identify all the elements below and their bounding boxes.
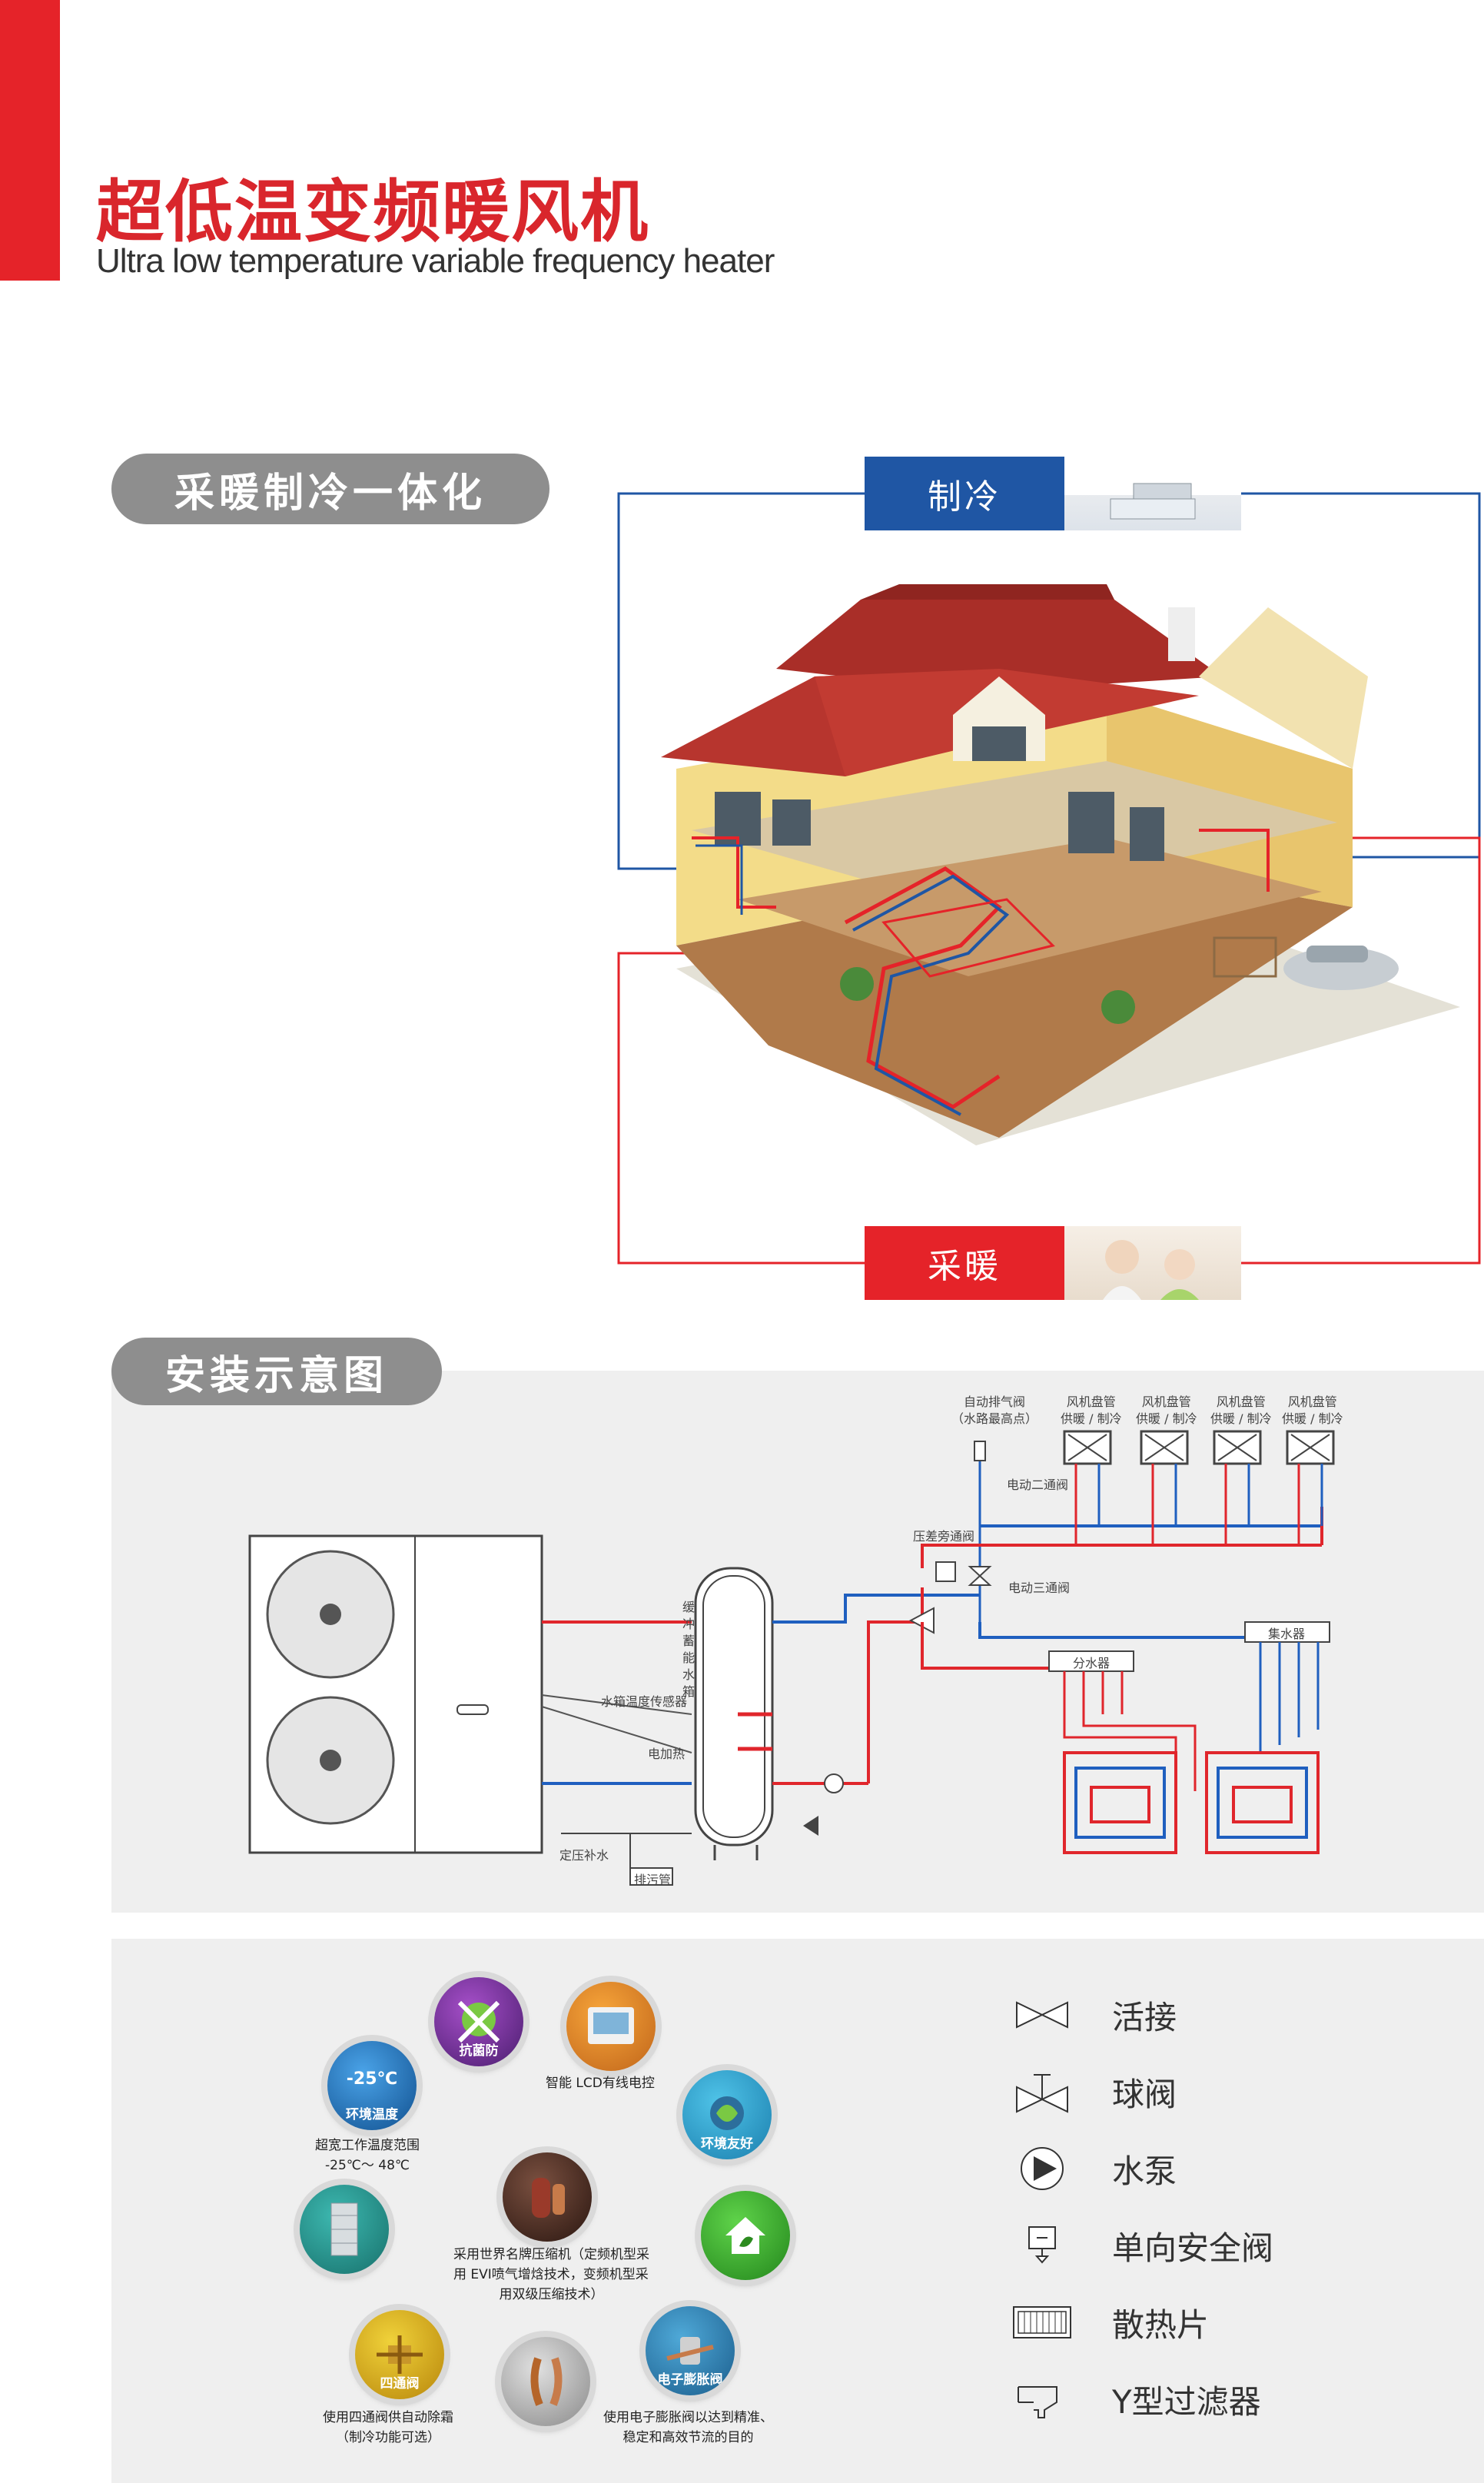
copper-pipe-icon (501, 2337, 590, 2426)
legend-item-pump: 水泵 (1011, 2142, 1177, 2195)
four-way-valve-caption-2: （制冷功能可选） (336, 2430, 440, 2445)
fan-coil-mode-4: 供暖 / 制冷 (1282, 1411, 1343, 1426)
drain-label: 排污管 (634, 1873, 672, 1887)
elec-heater-label: 电加热 (648, 1747, 686, 1761)
eco-friendly-text: 环境友好 (701, 2136, 753, 2152)
four-way-valve-caption-1: 使用四通阀供自动除霜 (323, 2410, 453, 2425)
auto-vent-note: （水路最高点） (951, 1411, 1038, 1426)
buffer-tank-label: 缓冲蓄能水箱 (682, 1600, 696, 1699)
expansion-valve-text: 电子膨胀阀 (657, 2372, 723, 2388)
elec-2way-label: 电动二通阀 (1007, 1478, 1069, 1492)
lcd-control-icon (566, 1982, 656, 2071)
tank-sensor-label: 水箱温度传感器 (601, 1694, 688, 1709)
legend-item-check-valve: 单向安全阀 (1011, 2219, 1273, 2272)
ball-valve-icon (1016, 2074, 1068, 2113)
fan-coil-mode-2: 供暖 / 制冷 (1136, 1411, 1197, 1426)
elec-3way-label: 电动三通阀 (1008, 1581, 1071, 1595)
radiator-icon (1013, 2306, 1071, 2338)
temperature-icon-text: 环境温度 (346, 2107, 398, 2122)
four-way-valve-icon: 四通阀 (355, 2310, 444, 2399)
expansion-valve-caption-1: 使用电子膨胀阀以达到精准、 (603, 2410, 773, 2425)
legend-item-union: 活接 (1011, 1988, 1177, 2042)
install-diagram (248, 1430, 1335, 1886)
legend-label-check-valve: 单向安全阀 (1112, 2229, 1274, 2267)
four-way-valve-text: 四通阀 (380, 2376, 420, 2392)
house-illustration (617, 492, 1481, 1265)
legend-label-radiator: 散热片 (1112, 2305, 1210, 2344)
union-icon (1016, 2001, 1068, 2029)
section-pill-heating-cooling: 采暖制冷一体化 (111, 454, 549, 524)
legend-label-ball-valve: 球阀 (1112, 2075, 1177, 2113)
pump-icon (1021, 2147, 1064, 2190)
distributor-label: 分水器 (1073, 1656, 1111, 1670)
header-accent-bar (0, 0, 60, 281)
fan-coil-label-2: 风机盘管 (1141, 1394, 1191, 1409)
temperature-icon-value: -25℃ (346, 2069, 398, 2089)
y-filter-icon (1018, 2386, 1057, 2418)
section-pill-install: 安装示意图 (111, 1338, 442, 1405)
legend-item-y-filter: Y型过滤器 (1011, 2372, 1261, 2426)
check-valve-icon (1028, 2226, 1056, 2264)
legend-label-union: 活接 (1112, 1998, 1177, 2036)
make-up-label: 定压补水 (559, 1848, 609, 1863)
heating-label: 采暖 (865, 1226, 1064, 1300)
compressor-caption-2: 用 EVI喷气增焓技术，变频机型采 (453, 2267, 649, 2282)
house-eco-icon (701, 2191, 790, 2280)
expansion-valve-caption-2: 稳定和高效节流的目的 (622, 2430, 754, 2445)
legend-label-y-filter: Y型过滤器 (1112, 2382, 1261, 2421)
temperature-icon: -25℃ 环境温度 (327, 2041, 417, 2130)
fan-coil-row (1063, 1430, 1335, 1465)
collector-label: 集水器 (1268, 1627, 1306, 1641)
compressor-icon (503, 2152, 592, 2242)
fan-coil-label-4: 风机盘管 (1287, 1394, 1337, 1409)
compressor-caption-1: 采用世界名牌压缩机（定频机型采 (453, 2247, 649, 2262)
eco-friendly-icon: 环境友好 (682, 2070, 772, 2159)
legend-label-pump: 水泵 (1112, 2152, 1177, 2190)
heating-photo (1064, 1226, 1241, 1300)
heat-exchanger-icon (300, 2185, 389, 2274)
fan-coil-label-3: 风机盘管 (1216, 1394, 1266, 1409)
fan-coil-mode-3: 供暖 / 制冷 (1210, 1411, 1272, 1426)
page-title: 超低温变频暖风机 (96, 172, 650, 251)
cooling-photo (1064, 457, 1241, 530)
auto-vent-label: 自动排气阀 (964, 1394, 1026, 1409)
lcd-control-caption: 智能 LCD有线电控 (546, 2076, 655, 2091)
temperature-caption: 超宽工作温度范围 (315, 2138, 420, 2153)
fan-coil-label-1: 风机盘管 (1066, 1394, 1116, 1409)
bypass-label: 压差旁通阀 (913, 1529, 975, 1544)
fan-coil-mode-1: 供暖 / 制冷 (1061, 1411, 1122, 1426)
temperature-range: -25℃～ 48℃ (325, 2158, 410, 2173)
expansion-valve-icon: 电子膨胀阀 (646, 2306, 735, 2395)
antibacterial-text: 抗菌防 (459, 2043, 499, 2059)
legend-item-radiator: 散热片 (1011, 2295, 1209, 2349)
compressor-caption-3: 用双级压缩技术） (499, 2287, 604, 2302)
legend-item-ball-valve: 球阀 (1011, 2065, 1177, 2119)
page-subtitle: Ultra low temperature variable frequency… (96, 242, 775, 280)
cooling-label: 制冷 (865, 457, 1064, 530)
antibacterial-icon: 抗菌防 (434, 1977, 523, 2066)
